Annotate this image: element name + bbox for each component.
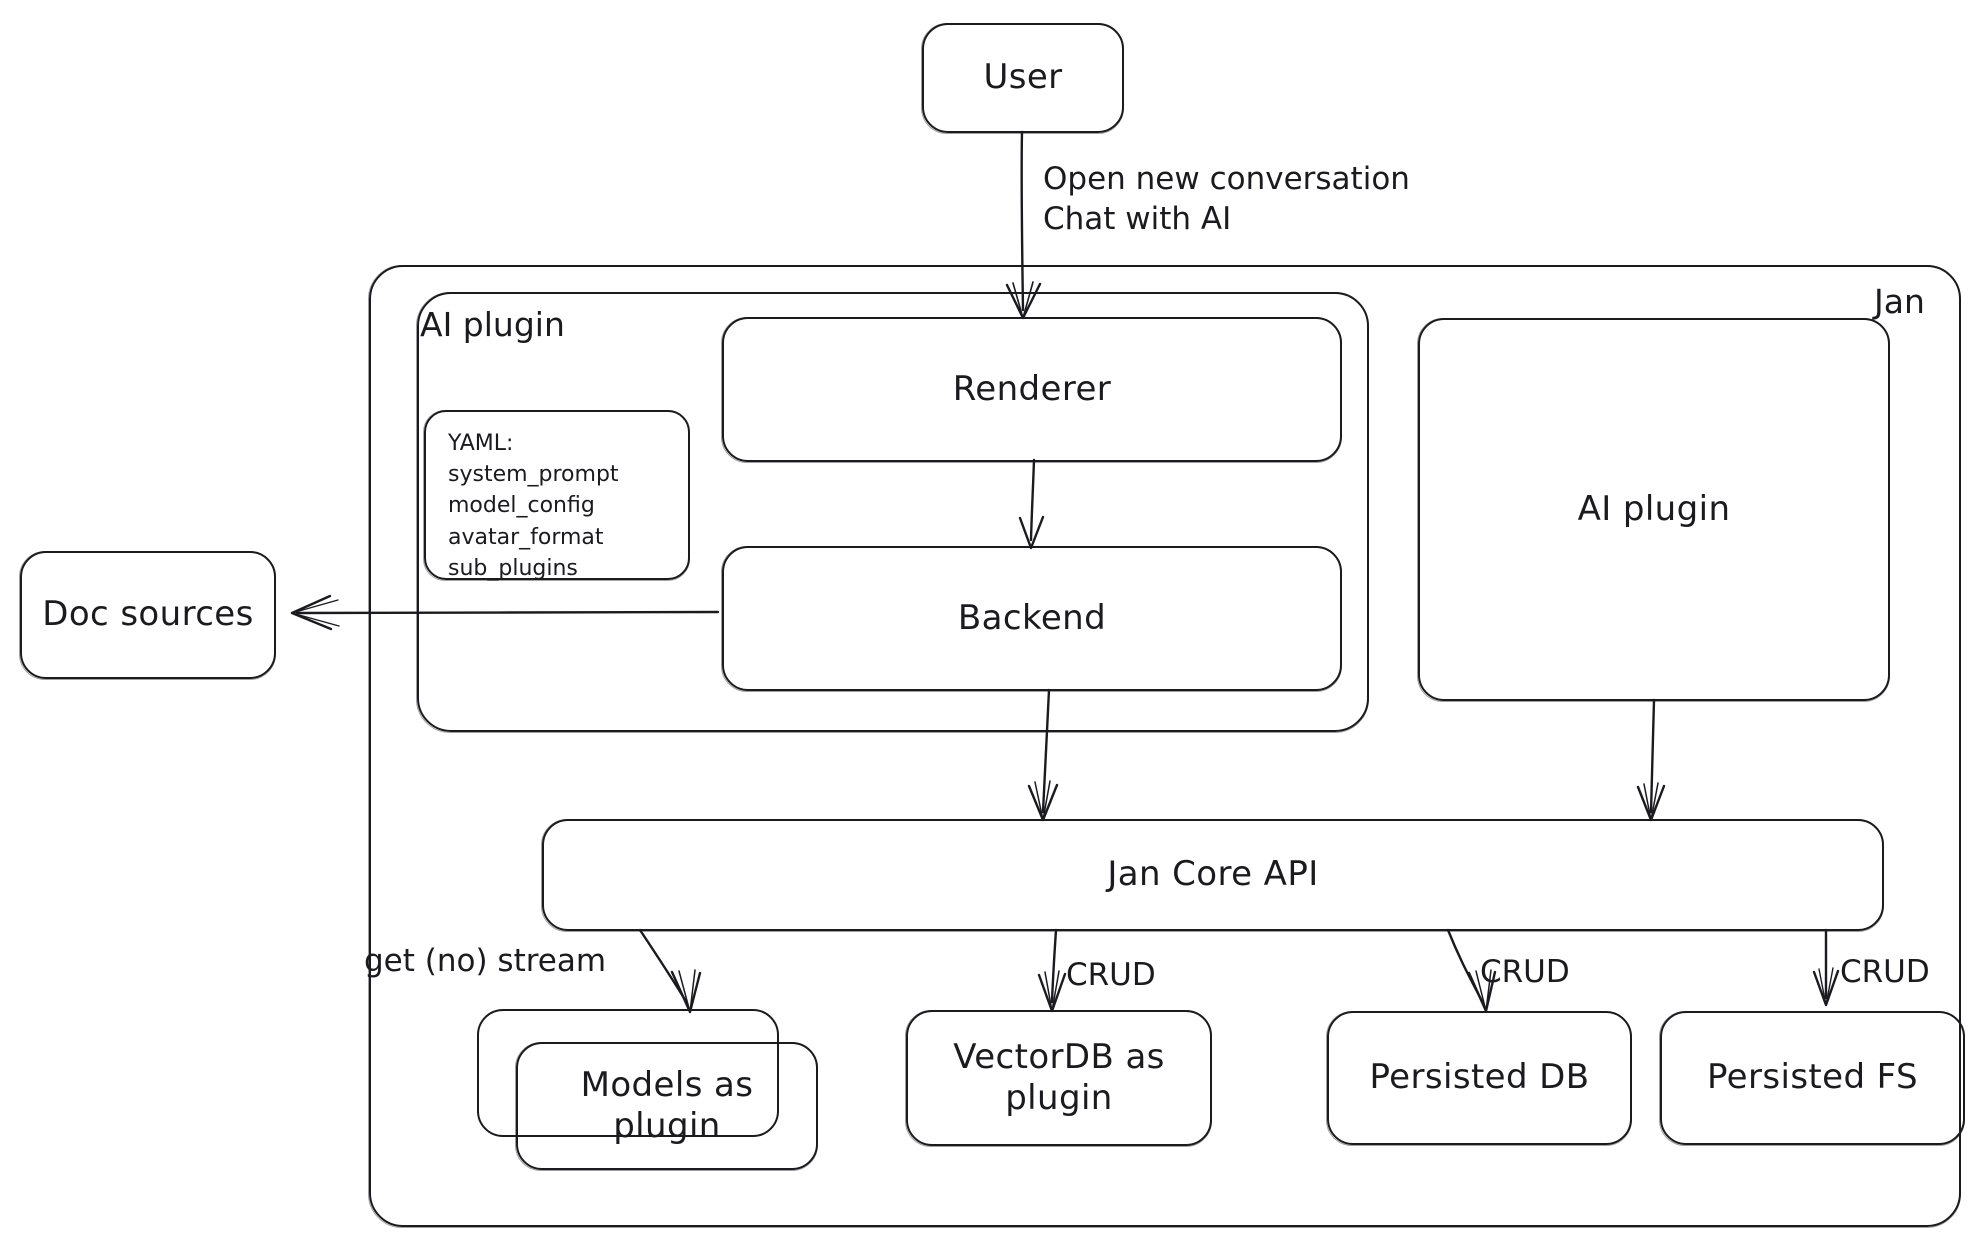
edge-label-crud-persisted-db: CRUD — [1480, 954, 1570, 990]
yaml-key-avatar-format: avatar_format — [448, 524, 604, 550]
node-backend-label: Backend — [957, 597, 1107, 638]
yaml-key-system-prompt: system_prompt — [448, 462, 619, 488]
node-jan-core-api[interactable]: Jan Core API — [541, 819, 1884, 932]
edge-label-get-no-stream: get (no) stream — [364, 943, 607, 979]
node-user-label: User — [983, 57, 1063, 98]
node-models-as-plugin[interactable]: Models as plugin — [515, 1042, 818, 1171]
node-ai-plugin-label: AI plugin — [1577, 488, 1731, 529]
node-doc-sources[interactable]: Doc sources — [19, 551, 276, 680]
node-backend[interactable]: Backend — [721, 546, 1342, 692]
container-jan-label: Jan — [1874, 282, 1925, 321]
edge-label-crud-persisted-fs: CRUD — [1840, 954, 1930, 990]
node-renderer-label: Renderer — [952, 368, 1112, 409]
yaml-key-model-config: model_config — [448, 493, 595, 519]
node-user[interactable]: User — [921, 23, 1124, 134]
node-jan-core-api-label: Jan Core API — [1107, 854, 1319, 895]
yaml-config-card: YAML: system_prompt model_config avatar_… — [423, 410, 690, 581]
node-doc-sources-label: Doc sources — [42, 594, 254, 635]
node-models-as-plugin-label: Models as plugin — [580, 1064, 754, 1146]
node-persisted-fs-label: Persisted FS — [1706, 1057, 1919, 1098]
node-ai-plugin[interactable]: AI plugin — [1417, 318, 1890, 702]
yaml-key-sub-plugins: sub_plugins — [448, 555, 578, 581]
node-persisted-db[interactable]: Persisted DB — [1326, 1011, 1632, 1146]
node-renderer[interactable]: Renderer — [721, 317, 1342, 463]
node-vectordb-as-plugin[interactable]: VectorDB as plugin — [905, 1010, 1212, 1147]
node-persisted-fs[interactable]: Persisted FS — [1659, 1011, 1965, 1146]
yaml-title: YAML: — [448, 431, 514, 456]
node-vectordb-as-plugin-label: VectorDB as plugin — [953, 1036, 1165, 1118]
edge-label-user-to-renderer: Open new conversation Chat with AI — [1043, 161, 1410, 238]
node-persisted-db-label: Persisted DB — [1369, 1057, 1590, 1098]
container-ai-plugin-label: AI plugin — [420, 305, 565, 344]
node-models-as-plugin-backing-card — [477, 1009, 779, 1137]
edge-label-crud-vectordb: CRUD — [1066, 957, 1156, 993]
